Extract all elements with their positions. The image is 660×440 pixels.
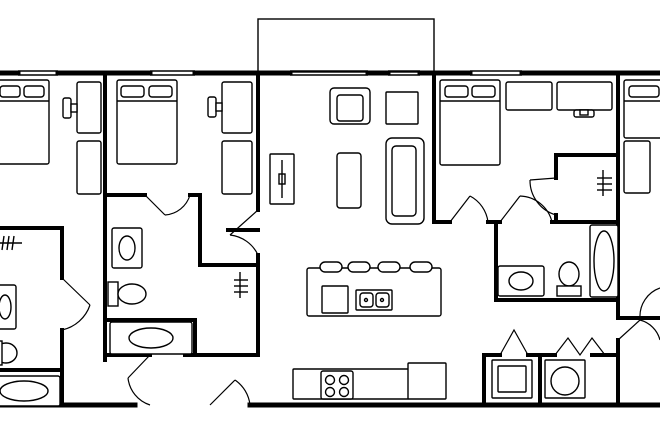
bathtub-icon	[109, 321, 193, 355]
bathroom-left	[0, 235, 61, 407]
door-swing-icon	[449, 195, 489, 223]
laundry	[491, 359, 586, 399]
bed-icon	[623, 79, 660, 139]
doors	[61, 177, 660, 406]
dresser-icon	[623, 140, 651, 194]
bedroom-right-partial	[623, 79, 660, 319]
dresser-icon	[221, 140, 253, 195]
sofa-icon	[385, 137, 425, 225]
bed-icon	[439, 79, 501, 166]
desk-icon	[556, 81, 613, 118]
bar-stool-icon	[319, 261, 433, 273]
bathtub-icon	[0, 375, 61, 407]
bedroom-2	[116, 79, 253, 298]
dresser-icon	[76, 140, 102, 195]
desk-icon	[62, 81, 102, 134]
coffee-table-icon	[336, 152, 362, 209]
dishwasher-icon	[321, 285, 349, 314]
bathroom-right	[497, 224, 619, 298]
toilet-icon	[0, 340, 18, 366]
door-swing-icon	[617, 319, 660, 341]
bathroom-center-left	[107, 227, 193, 355]
door-swing-icon	[144, 194, 191, 216]
washer-icon	[491, 359, 533, 399]
door-swing-icon	[209, 379, 251, 406]
balcony	[257, 18, 435, 73]
bedroom-3	[439, 79, 613, 196]
stove-icon	[320, 370, 354, 400]
bathtub-icon	[589, 224, 619, 298]
desk-icon	[207, 81, 253, 134]
door-swing-icon	[529, 177, 557, 216]
door-swing-icon	[127, 354, 151, 406]
door-swing-icon	[639, 287, 660, 319]
chair-icon	[385, 91, 419, 125]
door-swing-icon	[229, 209, 259, 256]
vanity-sink-icon	[497, 265, 545, 297]
exterior-walls	[0, 70, 660, 408]
closet-rod-icon	[597, 170, 612, 196]
bed-icon	[116, 79, 178, 165]
closet-rod-icon	[234, 272, 248, 298]
bedroom-left-partial	[0, 79, 102, 195]
bed-icon	[0, 79, 50, 165]
door-swing-icon	[499, 195, 553, 223]
vanity-sink-icon	[111, 227, 143, 269]
dresser-icon	[505, 81, 553, 111]
kitchen	[292, 261, 447, 400]
toilet-icon	[556, 261, 582, 297]
armchair-icon	[329, 87, 371, 125]
living-room	[269, 87, 425, 225]
toilet-icon	[107, 281, 147, 307]
vanity-sink-icon	[0, 284, 17, 330]
door-swing-icon	[499, 328, 606, 357]
sink-icon	[355, 289, 393, 311]
closet-rod-icon	[0, 235, 22, 251]
door-swing-icon	[61, 277, 91, 331]
tv-stand-icon	[269, 153, 295, 205]
refrigerator-icon	[407, 362, 447, 400]
dryer-icon	[544, 359, 586, 399]
